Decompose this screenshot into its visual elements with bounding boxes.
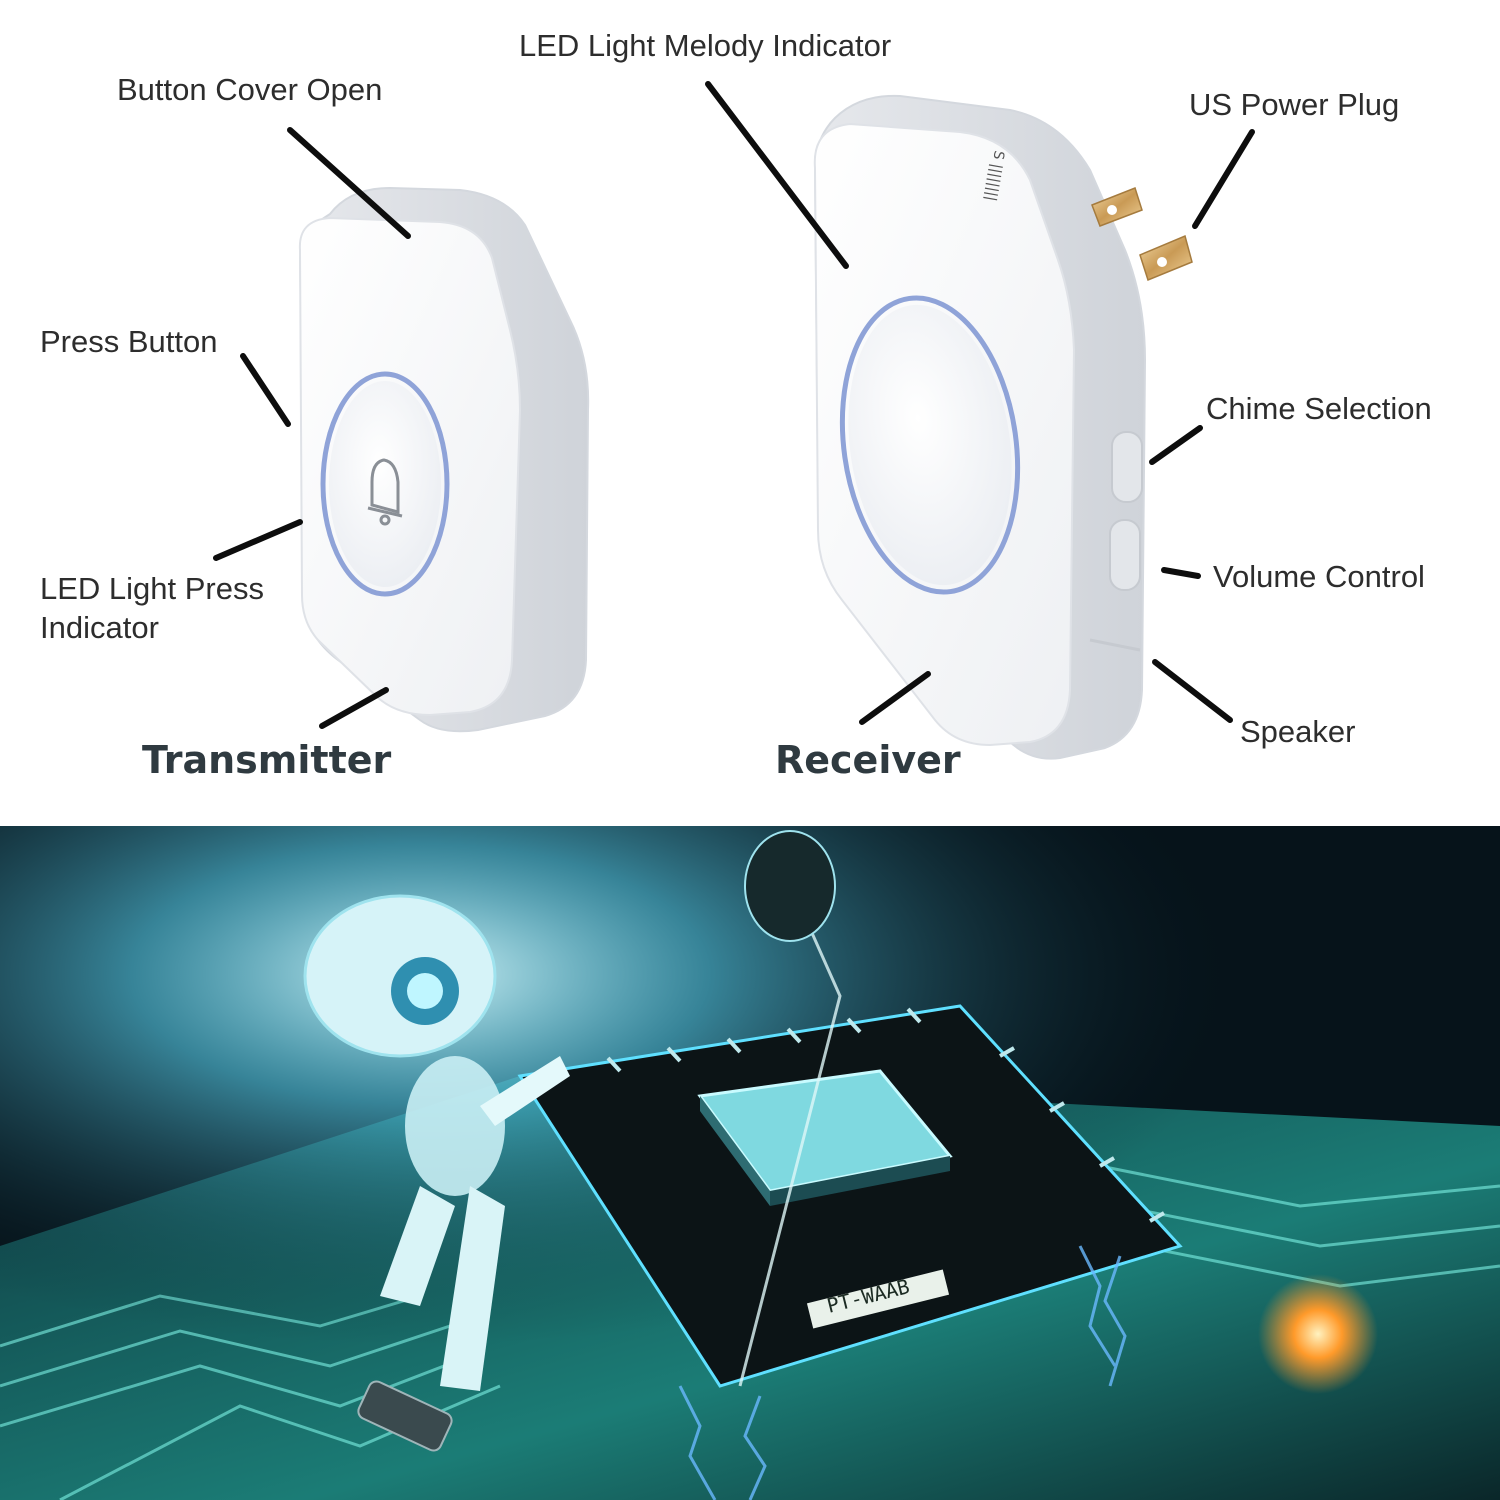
- leader-lines: [213, 81, 1255, 729]
- bell-icon: [367, 458, 403, 526]
- us-power-plug: [1091, 187, 1193, 282]
- device-illustration: S ||||||||: [213, 81, 1255, 760]
- rope-line: [738, 905, 842, 1387]
- volume-control-button[interactable]: [1109, 519, 1141, 591]
- leader-line-button-cover: [287, 127, 411, 239]
- oscillator-component: [357, 1380, 453, 1452]
- electric-sparks: [678, 1245, 1127, 1500]
- leader-line-receiver: [859, 671, 931, 725]
- robot-figure: [303, 894, 570, 1391]
- label-led-light-press-indicator-line2: Indicator: [40, 610, 159, 645]
- label-button-cover-open: Button Cover Open: [117, 72, 383, 107]
- label-chime-selection: Chime Selection: [1206, 391, 1432, 426]
- label-led-light-melody-indicator: LED Light Melody Indicator: [519, 28, 892, 63]
- leader-line-transmitter: [319, 687, 389, 729]
- led-melody-indicator-ring: [839, 295, 1021, 595]
- leader-line-melody-indicator: [705, 81, 849, 269]
- receiver-device: S ||||||||: [813, 94, 1193, 760]
- leader-line-power-plug: [1192, 129, 1255, 229]
- chip-label-plate: [806, 1269, 950, 1329]
- label-us-power-plug: US Power Plug: [1189, 87, 1400, 122]
- caption-receiver: Receiver: [775, 738, 961, 782]
- circuit-board-illustration: [0, 826, 1500, 1500]
- press-button[interactable]: [329, 381, 441, 587]
- caption-transmitter: Transmitter: [142, 738, 392, 782]
- transmitter-device: [298, 186, 590, 733]
- leader-line-press-button: [240, 353, 291, 427]
- microchip: [517, 1004, 1183, 1388]
- leader-line-led-press: [213, 519, 303, 561]
- leader-line-chime-selection: [1149, 425, 1203, 465]
- leader-line-volume: [1161, 567, 1201, 579]
- label-press-button: Press Button: [40, 324, 218, 359]
- led-press-indicator-ring: [320, 371, 450, 597]
- speaker-grille: [1089, 638, 1141, 652]
- label-speaker: Speaker: [1240, 714, 1356, 749]
- label-led-light-press-indicator-line1: LED Light Press: [40, 571, 264, 606]
- leader-line-speaker: [1152, 659, 1233, 723]
- glowing-led: [1258, 1274, 1378, 1394]
- chime-selection-button[interactable]: [1111, 431, 1143, 503]
- receiver-cover: [848, 304, 1012, 586]
- label-volume-control: Volume Control: [1213, 559, 1425, 594]
- balloon-tool: [744, 830, 836, 942]
- product-diagram-panel: S ||||||||: [40, 28, 1432, 782]
- circuit-artwork-panel: PT-WAAB: [0, 826, 1500, 1500]
